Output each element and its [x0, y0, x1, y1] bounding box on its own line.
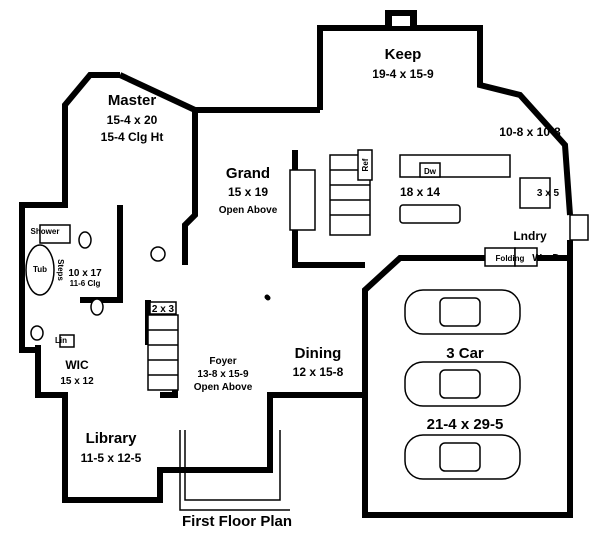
fireplace — [289, 169, 316, 231]
nook-size: 10-8 x 10-8 — [499, 125, 561, 139]
master-size: 15-4 x 20 — [107, 113, 158, 127]
closet-size: 3 x 5 — [537, 188, 560, 199]
wic-name: WIC — [65, 358, 89, 372]
dining-size: 12 x 15-8 — [293, 365, 344, 379]
grand-name: Grand — [226, 165, 270, 182]
bath-ceiling: 11-6 Clg — [70, 279, 101, 288]
foyer-size: 13-8 x 15-9 — [197, 369, 249, 380]
stairs-foyer — [147, 314, 179, 391]
dishwasher — [419, 162, 441, 178]
kitchen-island — [399, 204, 461, 224]
library-name: Library — [86, 430, 138, 447]
dining-name: Dining — [295, 345, 342, 362]
ref-label: Ref — [361, 158, 370, 171]
toilet — [30, 325, 44, 341]
room-labels: Keep 19-4 x 15-9 10-8 x 10-8 18 x 14 Dw … — [31, 46, 561, 530]
dryer-label: D — [552, 253, 559, 264]
linen-label: Lin — [55, 336, 67, 345]
kitchen-counter — [399, 154, 511, 178]
cars — [404, 289, 521, 480]
library-size: 11-5 x 12-5 — [81, 451, 142, 465]
fixtures — [25, 149, 589, 511]
steps-label: Steps — [56, 259, 65, 281]
tub-label: Tub — [33, 265, 47, 274]
keep-name: Keep — [385, 46, 422, 63]
bath-size: 10 x 17 — [68, 268, 102, 279]
dryer — [514, 247, 538, 267]
shower — [39, 224, 71, 244]
garage-name: 3 Car — [446, 345, 484, 362]
grand-note: Open Above — [219, 205, 278, 216]
refrigerator — [357, 149, 373, 181]
shower-label: Shower — [31, 227, 60, 236]
kitchen-size: 18 x 14 — [400, 185, 440, 199]
closet-2x3 — [149, 301, 177, 315]
garage-size: 21-4 x 29-5 — [427, 416, 504, 433]
foyer-name: Foyer — [209, 356, 236, 367]
linen-closet — [59, 334, 75, 348]
dw-label: Dw — [424, 167, 437, 176]
master-ceiling: 15-4 Clg Ht — [101, 130, 164, 144]
wic-size: 15 x 12 — [60, 376, 94, 387]
laundry-name: Lndry — [513, 229, 547, 243]
keep-size: 19-4 x 15-9 — [372, 67, 434, 81]
master-name: Master — [108, 92, 157, 109]
walls — [19, 10, 573, 518]
bathtub — [25, 244, 55, 296]
toilet-2 — [150, 246, 166, 262]
closet-3x5 — [519, 177, 551, 209]
folding-label: Folding — [496, 254, 525, 263]
plan-title: First Floor Plan — [182, 513, 292, 530]
front-porch-steps — [184, 430, 281, 501]
grand-size: 15 x 19 — [228, 185, 268, 199]
closet2-size: 2 x 3 — [152, 304, 175, 315]
foyer-note: Open Above — [194, 382, 253, 393]
laundry-door-step — [569, 214, 589, 241]
washer-label: W — [532, 253, 542, 264]
